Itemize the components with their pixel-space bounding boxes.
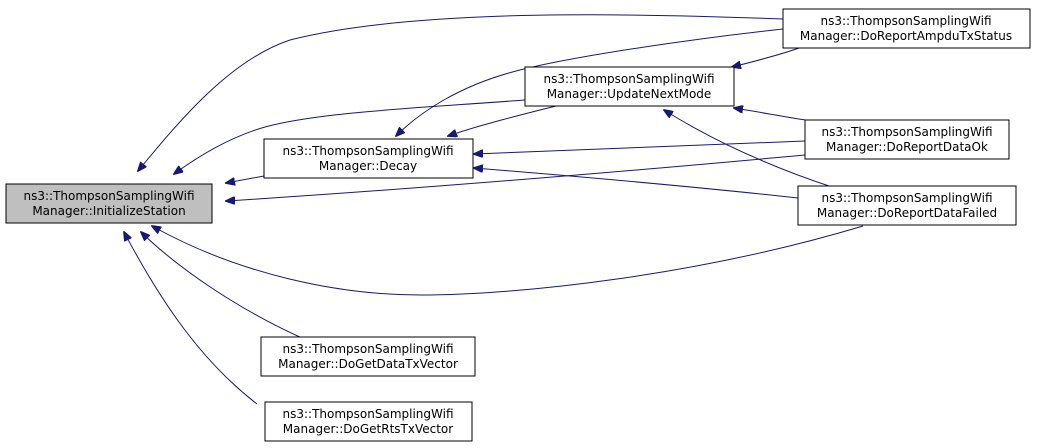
node-decay[interactable]: ns3::ThompsonSamplingWifi Manager::Decay <box>263 138 474 179</box>
node-ampdu-line1: ns3::ThompsonSamplingWifi <box>820 14 991 28</box>
edge-update-next-mode-to-decay <box>448 105 557 136</box>
node-initialize-station-line1: ns3::ThompsonSamplingWifi <box>23 189 194 203</box>
edge-data-failed-to-update-next-mode <box>664 110 836 189</box>
node-initialize-station-line2: Manager::InitializeStation <box>32 204 185 218</box>
node-data-failed-line1: ns3::ThompsonSamplingWifi <box>821 191 992 205</box>
edge-data-tx-vector-to-initialize-station <box>141 232 303 339</box>
node-data-ok-line2: Manager::DoReportDataOk <box>826 140 988 154</box>
edge-update-next-mode-to-initialize-station <box>174 99 526 174</box>
node-initialize-station[interactable]: ns3::ThompsonSamplingWifi Manager::Initi… <box>5 183 213 224</box>
node-data-ok-line1: ns3::ThompsonSamplingWifi <box>821 125 992 139</box>
node-rts-tx-vector-line1: ns3::ThompsonSamplingWifi <box>282 407 453 421</box>
node-ampdu-line2: Manager::DoReportAmpduTxStatus <box>800 29 1012 43</box>
nodes: ns3::ThompsonSamplingWifi Manager::Initi… <box>5 8 1031 442</box>
node-data-failed-line2: Manager::DoReportDataFailed <box>817 206 997 220</box>
edge-data-ok-to-decay <box>474 140 806 154</box>
edge-decay-to-initialize-station <box>226 175 265 183</box>
node-do-report-data-ok[interactable]: ns3::ThompsonSamplingWifi Manager::DoRep… <box>804 119 1010 160</box>
node-do-report-data-failed[interactable]: ns3::ThompsonSamplingWifi Manager::DoRep… <box>797 185 1017 226</box>
edge-data-ok-to-update-next-mode <box>734 108 813 122</box>
node-rts-tx-vector-line2: Manager::DoGetRtsTxVector <box>283 422 453 436</box>
node-decay-line2: Manager::Decay <box>319 159 417 173</box>
edges <box>124 14 864 405</box>
node-update-next-mode-line2: Manager::UpdateNextMode <box>547 87 712 101</box>
node-update-next-mode-line1: ns3::ThompsonSamplingWifi <box>543 72 714 86</box>
edge-data-ok-to-initialize-station <box>226 154 806 201</box>
node-do-get-rts-tx-vector[interactable]: ns3::ThompsonSamplingWifi Manager::DoGet… <box>264 401 473 442</box>
node-do-report-ampdu-tx-status[interactable]: ns3::ThompsonSamplingWifi Manager::DoRep… <box>782 8 1031 49</box>
edge-ampdu-to-initialize-station <box>138 14 784 171</box>
edge-data-failed-to-initialize-station <box>152 226 864 296</box>
edge-rts-tx-vector-to-initialize-station <box>124 232 258 405</box>
node-data-tx-vector-line2: Manager::DoGetDataTxVector <box>278 357 458 371</box>
edge-data-failed-to-decay <box>474 168 799 199</box>
node-update-next-mode[interactable]: ns3::ThompsonSamplingWifi Manager::Updat… <box>524 66 735 107</box>
node-decay-line1: ns3::ThompsonSamplingWifi <box>282 144 453 158</box>
node-data-tx-vector-line1: ns3::ThompsonSamplingWifi <box>282 342 453 356</box>
node-do-get-data-tx-vector[interactable]: ns3::ThompsonSamplingWifi Manager::DoGet… <box>260 336 476 377</box>
